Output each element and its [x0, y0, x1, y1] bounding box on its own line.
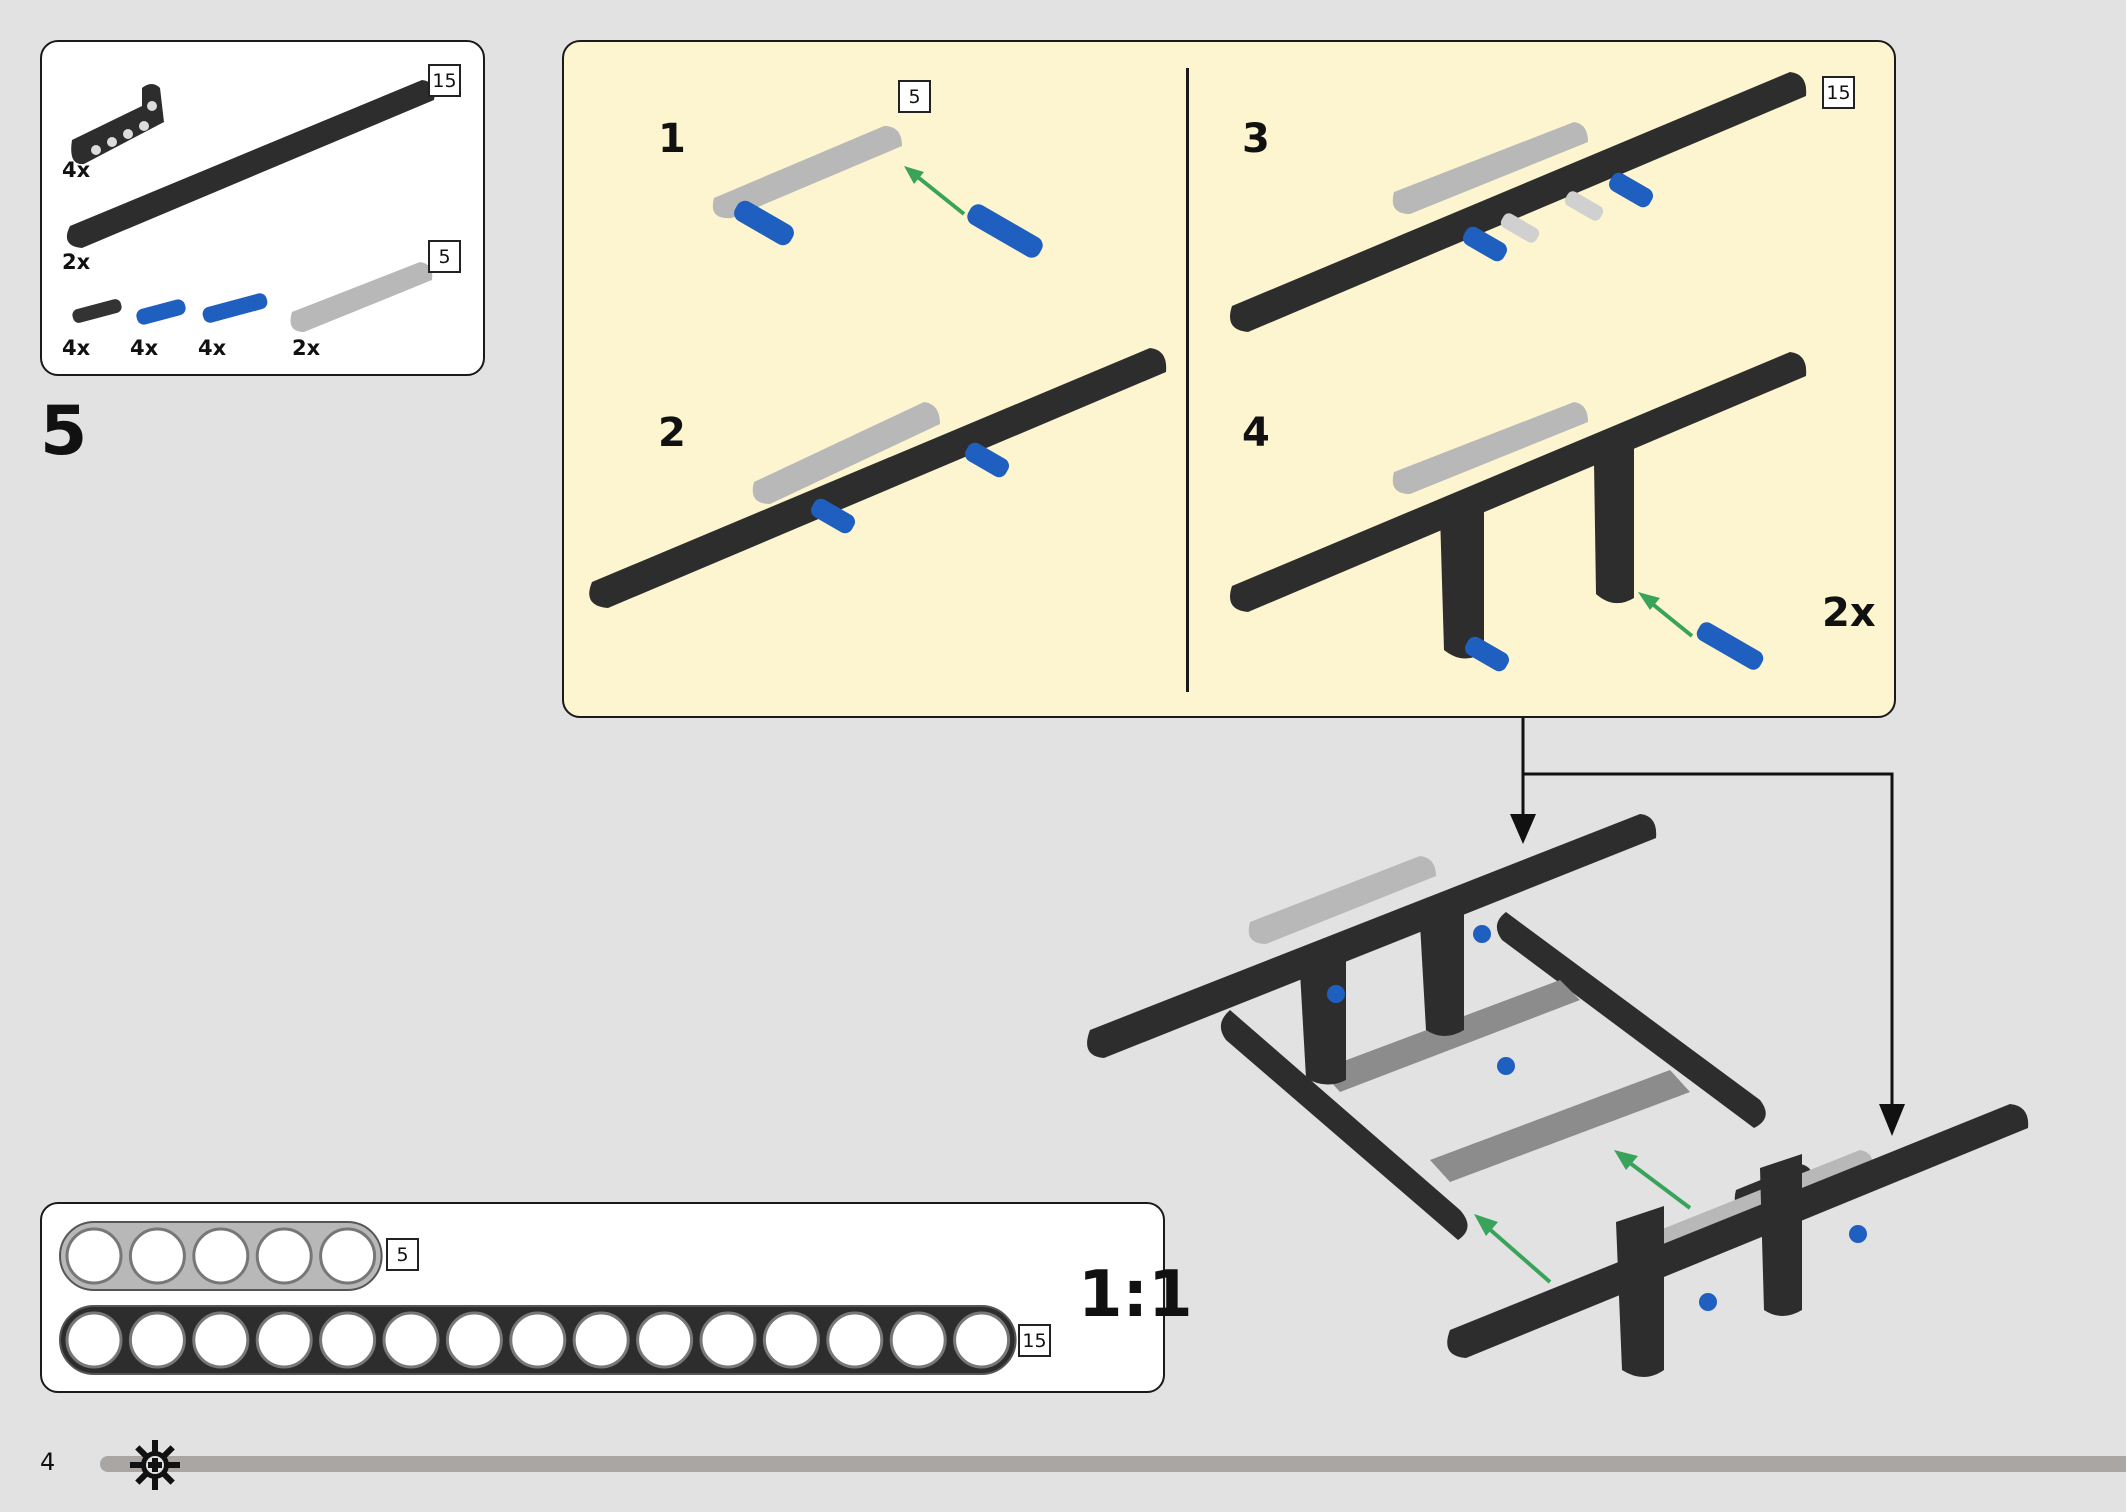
l-liftarm-part: [71, 84, 164, 165]
qty-pin-black: 4x: [62, 336, 91, 360]
scale-beam-hole: [826, 1311, 884, 1369]
scale-length-badge-5: 5: [386, 1238, 419, 1271]
length-badge-5: 5: [428, 240, 461, 273]
scale-reference-panel: 5 15 1:1: [40, 1202, 1193, 1393]
substep-1-model: [712, 126, 1043, 258]
pin-black-part: [72, 299, 122, 323]
substep-number-3: 3: [1242, 116, 1270, 162]
substeps-panel: 1 2 3 4 2x 5 15: [562, 40, 1896, 718]
scale-beam-hole: [636, 1311, 694, 1369]
scale-beam-hole: [255, 1311, 313, 1369]
scale-beams: [59, 1221, 1017, 1375]
parts-list-panel: 4x 2x 4x 4x 4x 2x 15 5: [40, 40, 485, 376]
substeps-illustration: [589, 72, 1807, 672]
scale-beam-hole: [382, 1311, 440, 1369]
scale-beam-hole: [255, 1227, 313, 1285]
substep-4-model: [1230, 352, 1807, 672]
scale-beam-hole: [762, 1311, 820, 1369]
substep-3-model: [1230, 72, 1807, 332]
substep-number-4: 4: [1242, 410, 1270, 456]
parts-illustration: [66, 80, 435, 332]
qty-pin-long-blue: 4x: [198, 336, 227, 360]
scale-label: 1:1: [1078, 1258, 1193, 1332]
page-number: 4: [40, 1448, 56, 1476]
substep-number-2: 2: [658, 410, 686, 456]
scale-beam-hole: [65, 1311, 123, 1369]
scale-beam-hole: [128, 1311, 186, 1369]
qty-l-liftarm: 4x: [62, 158, 91, 182]
scale-length-badge-15: 15: [1018, 1324, 1051, 1357]
substep-1-length-badge: 5: [898, 80, 931, 113]
beam-15-part: [66, 80, 435, 248]
progress-bar: [100, 1456, 2126, 1472]
scale-beam-hole: [65, 1227, 123, 1285]
scale-beam-hole: [572, 1311, 630, 1369]
length-badge-15: 15: [428, 64, 461, 97]
beam-5-part: [290, 262, 433, 332]
scale-beam-hole: [319, 1227, 377, 1285]
scale-beam-hole: [319, 1311, 377, 1369]
scale-beam-hole: [699, 1311, 757, 1369]
substep-4-multiplier: 2x: [1822, 590, 1876, 636]
scale-beam-hole: [445, 1311, 503, 1369]
scale-beam-hole: [192, 1227, 250, 1285]
gear-icon: [130, 1440, 180, 1490]
qty-pin-blue: 4x: [130, 336, 159, 360]
scale-beam-hole: [889, 1311, 947, 1369]
qty-beam-5: 2x: [292, 336, 321, 360]
scale-beam-hole: [953, 1311, 1011, 1369]
scale-beam-hole: [128, 1227, 186, 1285]
pin-blue-part: [136, 299, 186, 325]
scale-beam-hole: [509, 1311, 567, 1369]
substep-2-model: [589, 348, 1167, 608]
step-number: 5: [40, 392, 88, 471]
substep-3-length-badge: 15: [1822, 76, 1855, 109]
main-assembly-model: [1087, 814, 2029, 1377]
substep-divider: [1186, 68, 1189, 692]
scale-beam-hole: [192, 1311, 250, 1369]
qty-beam-15: 2x: [62, 250, 91, 274]
substep-number-1: 1: [658, 116, 686, 162]
pin-long-blue-part: [202, 293, 268, 323]
